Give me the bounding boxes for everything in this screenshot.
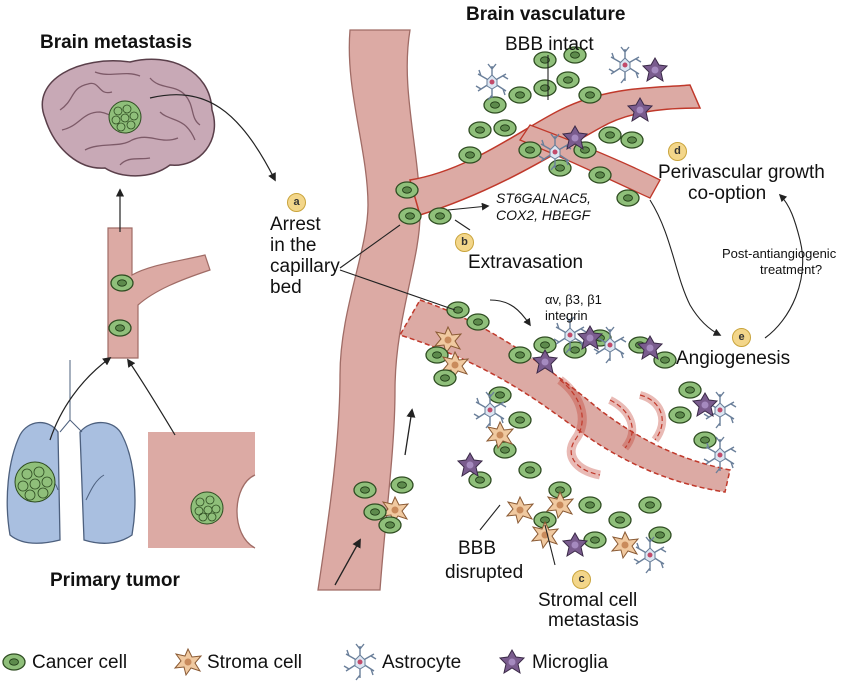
label-perivascular-line1: Perivascular growth [658, 162, 825, 183]
legend-astrocyte: Astrocyte [382, 652, 462, 673]
legend-cancer-cell: Cancer cell [32, 652, 128, 673]
label-stromal-line2: metastasis [548, 610, 639, 631]
label-arrest-line1: Arrest [270, 214, 321, 235]
badge-e: e [732, 328, 751, 347]
label-stromal-line1: Stromal cell [538, 590, 638, 611]
label-genes-line1: ST6GALNAC5, [496, 190, 591, 206]
badge-a: a [287, 193, 306, 212]
blood-vessel-small [107, 188, 211, 359]
label-bbb-disrupted-line1: BBB [458, 538, 497, 559]
label-bbb-intact: BBB intact [505, 34, 594, 55]
legend-microglia: Microglia [532, 652, 609, 673]
badge-d: d [668, 142, 687, 161]
legend-stroma-cell: Stroma cell [207, 652, 303, 673]
badge-c: c [572, 570, 591, 589]
title-primary-tumor: Primary tumor [50, 570, 180, 591]
title-brain-vasculature: Brain vasculature [466, 4, 626, 25]
main-vessel [317, 29, 731, 591]
label-arrest-line4: bed [270, 277, 302, 298]
badge-b: b [455, 233, 474, 252]
label-extravasation: Extravasation [468, 252, 584, 273]
label-arrest-line3: capillary [270, 256, 340, 277]
lungs-illustration [6, 357, 136, 544]
label-post-antiangiogenic-line1: Post-antiangiogenic [722, 246, 837, 261]
label-integrin-line2: integrin [545, 308, 588, 323]
annotation-lines [339, 55, 804, 566]
label-genes-line2: COX2, HBEGF [496, 207, 591, 223]
label-perivascular-line2: co-option [688, 183, 767, 204]
brain-illustration [41, 58, 276, 182]
title-brain-metastasis: Brain metastasis [40, 32, 193, 53]
label-integrin-line1: αv, β3, β1 [545, 292, 602, 307]
label-arrest-line2: in the [270, 235, 317, 256]
breast-illustration [127, 358, 256, 549]
label-post-antiangiogenic-line2: treatment? [760, 262, 823, 277]
label-bbb-disrupted-line2: disrupted [445, 562, 524, 583]
label-angiogenesis: Angiogenesis [676, 348, 791, 369]
